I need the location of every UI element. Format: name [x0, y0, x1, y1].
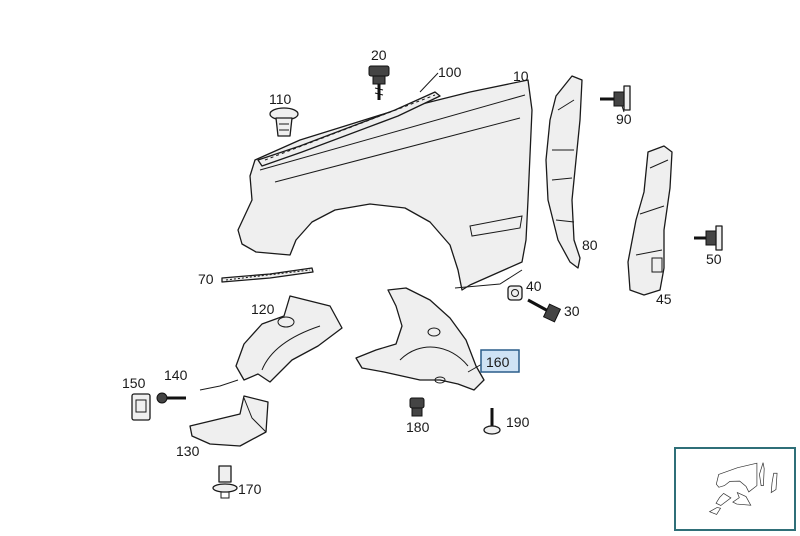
nut-part-40[interactable]	[507, 285, 523, 301]
screw-part-140[interactable]	[156, 392, 186, 404]
label-45: 45	[656, 291, 672, 307]
label-150: 150	[122, 375, 146, 391]
wheel-liner-part-160[interactable]	[355, 287, 485, 391]
thumbnail-diagram	[708, 462, 778, 515]
screw-part-20[interactable]	[368, 65, 390, 100]
label-70: 70	[198, 271, 214, 287]
label-80: 80	[582, 237, 598, 253]
bracket-part-80[interactable]	[545, 75, 583, 269]
label-170: 170	[238, 481, 262, 497]
bracket-part-45[interactable]	[627, 145, 673, 296]
label-110: 110	[269, 91, 292, 107]
label-160: 160	[486, 354, 510, 370]
liner-part-130[interactable]	[189, 395, 269, 447]
overview-thumbnail[interactable]	[674, 447, 796, 531]
label-190: 190	[506, 414, 530, 430]
leader-100	[419, 72, 439, 93]
clip-part-110[interactable]	[269, 107, 299, 137]
seal-strip-70[interactable]	[221, 267, 314, 283]
leader-90	[621, 105, 625, 113]
label-20: 20	[371, 47, 387, 63]
label-180: 180	[406, 419, 430, 435]
label-10: 10	[513, 68, 529, 84]
trim-strip-100[interactable]	[257, 91, 441, 167]
clip-part-150[interactable]	[131, 393, 151, 421]
clip-part-170[interactable]	[212, 465, 238, 499]
cable-line	[199, 379, 239, 391]
leader-160	[467, 363, 483, 373]
wheel-liner-part-120[interactable]	[235, 295, 343, 383]
bolt-part-90[interactable]	[600, 85, 631, 111]
label-120: 120	[251, 301, 275, 317]
screw-part-180[interactable]	[409, 397, 425, 417]
label-130: 130	[176, 443, 200, 459]
label-140: 140	[164, 367, 188, 383]
label-30: 30	[564, 303, 580, 319]
label-50: 50	[706, 251, 722, 267]
part-160-highlight	[480, 349, 520, 373]
fender-part-10[interactable]	[237, 79, 533, 291]
bolt-part-30[interactable]	[527, 298, 562, 323]
screw-part-190[interactable]	[483, 408, 501, 435]
label-90: 90	[616, 111, 632, 127]
label-100: 100	[438, 64, 462, 80]
label-40: 40	[526, 278, 542, 294]
bolt-part-50[interactable]	[694, 225, 723, 251]
